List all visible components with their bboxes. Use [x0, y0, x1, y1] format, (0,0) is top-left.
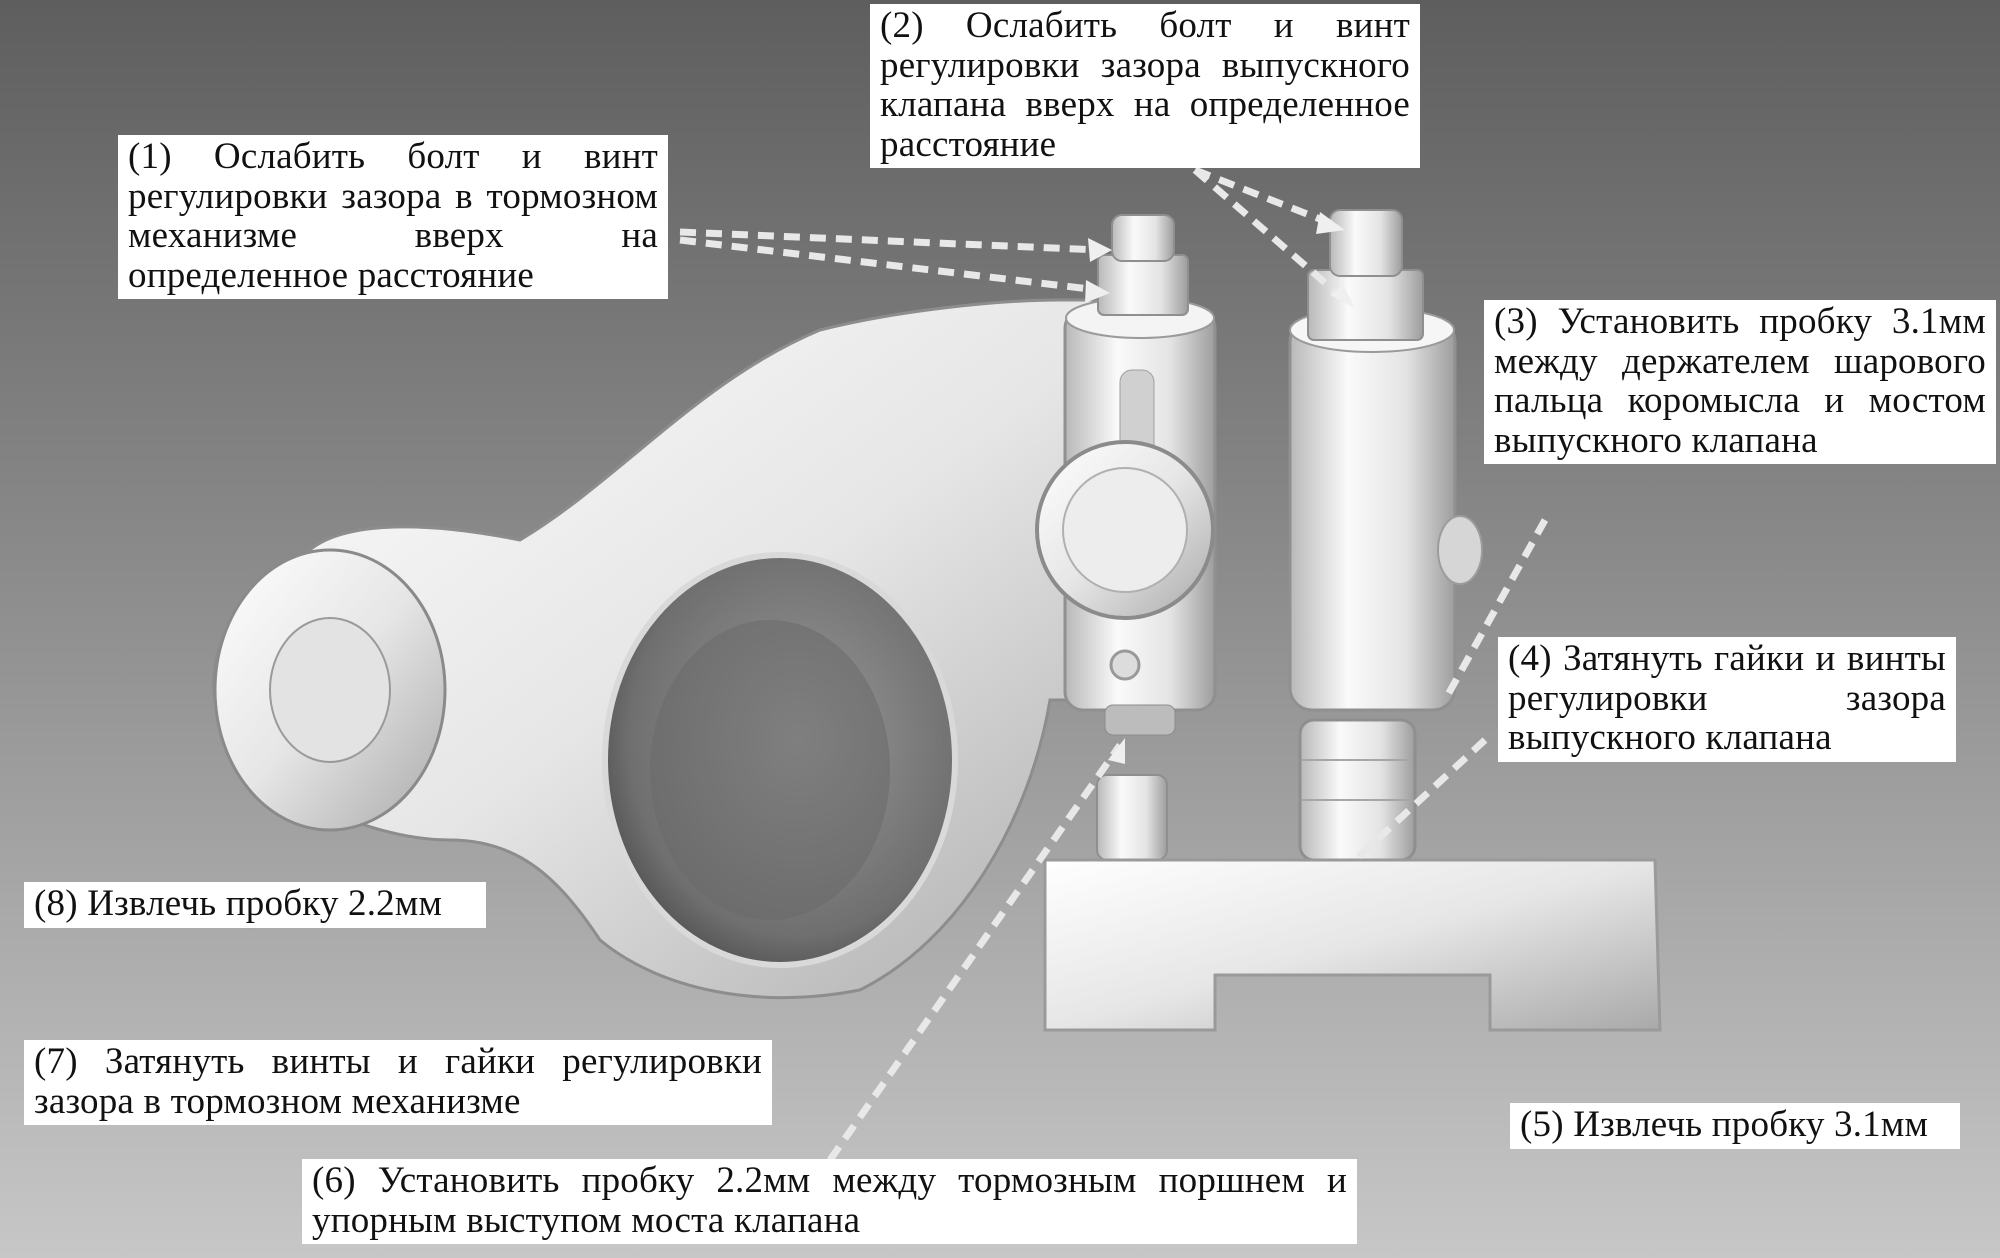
step-2-callout: (2) Ослабить болт и винт регулировки заз…: [870, 4, 1420, 169]
step-3-callout: (3) Установить пробку 3.1мм между держат…: [1484, 300, 1996, 465]
ball-pin-holder: [1298, 718, 1417, 862]
brake-adjust-screw: [1111, 214, 1175, 262]
step-4-callout: (4) Затянуть гайки и винты регулировки з…: [1498, 637, 1956, 762]
step-1-callout: (1) Ослабить болт и винт регулировки заз…: [118, 135, 668, 300]
step-7-callout: (7) Затянуть винты и гайки регулировки з…: [24, 1040, 772, 1126]
step-5-callout: (5) Извлечь пробку 3.1мм: [1510, 1103, 1960, 1149]
exhaust-adjust-screw: [1329, 209, 1403, 277]
stop-stub: [1096, 774, 1168, 861]
step-8-callout: (8) Извлечь пробку 2.2мм: [24, 882, 486, 928]
leader-arrows: [679, 166, 1549, 1163]
brake-adjust-nut: [1097, 254, 1189, 316]
valve-bridge: [1043, 858, 1662, 1032]
exhaust-valve-cylinder: [1288, 318, 1457, 712]
step-6-callout: (6) Установить пробку 2.2мм между тормоз…: [302, 1159, 1357, 1245]
